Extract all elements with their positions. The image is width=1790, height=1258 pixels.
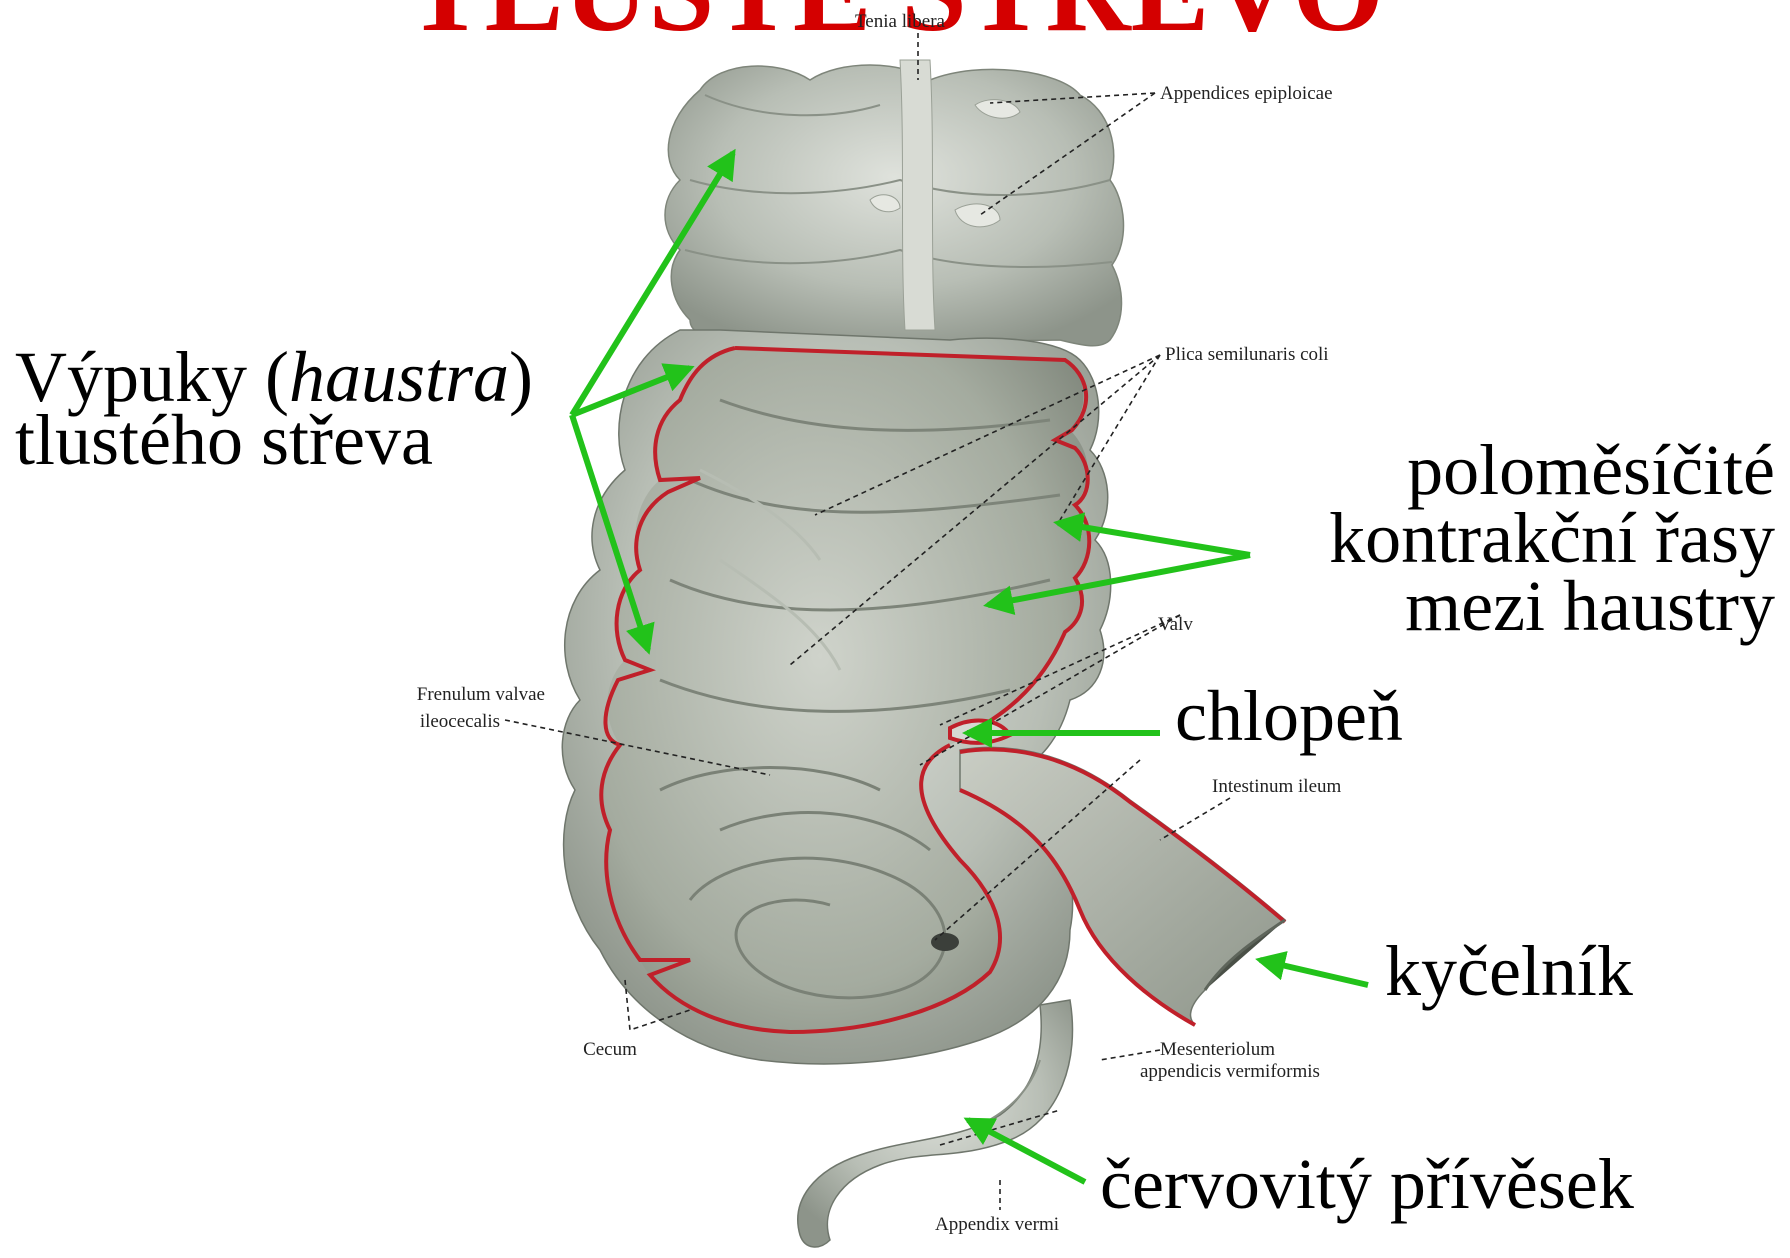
arrow-ileum bbox=[1260, 960, 1368, 985]
label-haustra-line2: tlustého střeva bbox=[15, 400, 433, 480]
label-tenia-libera: Tenia libera bbox=[855, 11, 945, 32]
label-intestinum-ileum: Intestinum ileum bbox=[1212, 776, 1342, 797]
tenia-libera-strip bbox=[900, 60, 935, 330]
label-plica-semilunaris: Plica semilunaris coli bbox=[1165, 344, 1329, 365]
label-cecum: Cecum bbox=[583, 1039, 637, 1060]
label-frenulum-2: ileocecalis bbox=[420, 711, 500, 732]
label-mesenteriolum-2: appendicis vermiformis bbox=[1140, 1061, 1320, 1082]
label-folds-line3: mezi haustry bbox=[1405, 566, 1775, 646]
label-ileum: kyčelník bbox=[1385, 931, 1633, 1011]
label-frenulum-1: Frenulum valvae bbox=[417, 684, 545, 705]
label-appendices-epiploicae: Appendices epiploicae bbox=[1160, 83, 1333, 104]
label-valve: chlopeň bbox=[1175, 676, 1403, 756]
label-mesenteriolum-1: Mesenteriolum bbox=[1160, 1039, 1275, 1060]
label-appendix: červovitý přívěsek bbox=[1100, 1144, 1634, 1224]
label-appendix-vermi: Appendix vermi bbox=[935, 1214, 1059, 1235]
